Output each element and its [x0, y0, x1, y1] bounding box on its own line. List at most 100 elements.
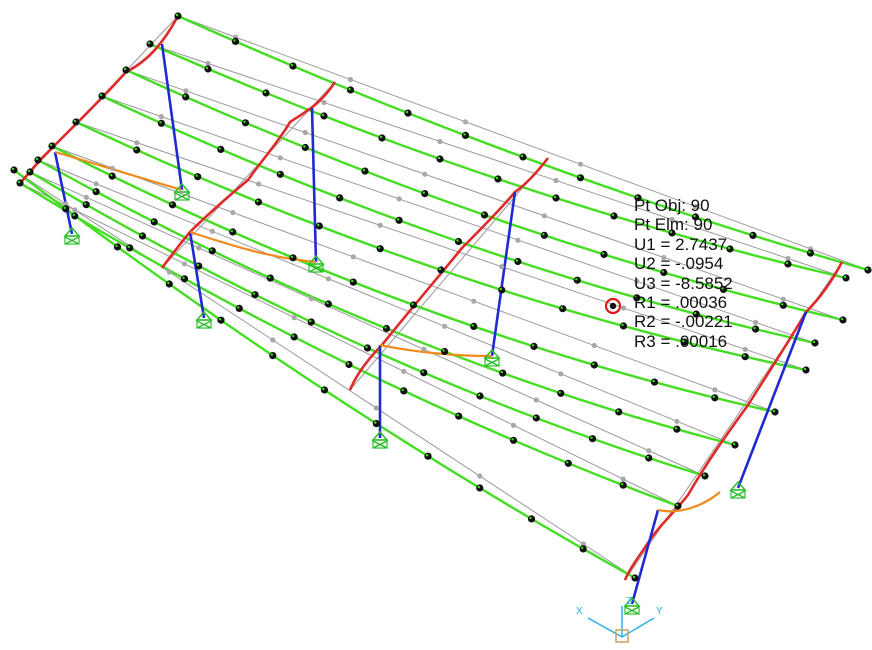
joint-highlight [27, 169, 31, 173]
joint-marker [266, 274, 274, 282]
joint-highlight [99, 93, 103, 97]
undeformed-joint-marker [634, 278, 640, 284]
support-box [64, 235, 80, 245]
joint-marker [437, 266, 445, 274]
undeformed-joint-marker [533, 397, 539, 403]
joint-highlight [477, 485, 480, 489]
joint-highlight [753, 326, 756, 330]
joint-marker [82, 201, 90, 209]
undeformed-joint-marker [553, 177, 559, 184]
undeformed-joint-marker [499, 264, 505, 270]
joint-marker [10, 166, 18, 174]
joint-marker [514, 257, 522, 266]
joint-marker [741, 353, 749, 361]
joint-highlight [495, 176, 499, 180]
undeformed-joint-marker [620, 305, 627, 311]
deformed-column [310, 107, 318, 263]
joint-marker [92, 188, 100, 196]
joint-marker [138, 232, 147, 240]
joint-marker [229, 228, 237, 236]
support-box [308, 263, 324, 273]
joint-marker [441, 347, 449, 356]
joint-highlight [712, 395, 715, 398]
joint-highlight [195, 174, 198, 177]
joint-highlight [601, 252, 605, 255]
joint-highlight [812, 340, 816, 344]
joint-highlight [384, 326, 387, 329]
joint-marker [301, 143, 309, 152]
joint-marker [461, 131, 470, 139]
deformed-brace [657, 491, 721, 513]
joint-marker [146, 40, 154, 48]
joint-marker [324, 300, 332, 308]
joint-marker [400, 387, 408, 395]
joint-marker [579, 545, 587, 553]
joint-marker [34, 156, 42, 164]
joint-highlight [456, 413, 459, 417]
joint-marker [336, 194, 344, 202]
joint-highlight [292, 334, 295, 338]
undeformed-purlin [101, 95, 816, 344]
fixed-support-icon [307, 254, 325, 273]
joint-highlight [72, 213, 76, 217]
joint-marker [378, 134, 386, 142]
joint-marker [476, 392, 484, 400]
undeformed-purlin [75, 121, 807, 371]
joint-highlight [553, 195, 557, 199]
undeformed-joint-marker [196, 245, 202, 251]
undeformed-joint-marker [780, 296, 786, 302]
joint-highlight [290, 255, 294, 258]
joint-marker [552, 194, 560, 202]
joint-highlight [270, 353, 273, 356]
joint-marker [811, 339, 819, 347]
joint-marker [573, 276, 581, 284]
joint-marker [165, 280, 173, 288]
support-hatch [372, 440, 388, 449]
joint-highlight [575, 278, 578, 281]
joint-marker [194, 173, 202, 181]
joint-highlight [233, 39, 236, 42]
joint-highlight [694, 311, 697, 315]
joint-highlight [93, 189, 97, 192]
joint-highlight [515, 259, 519, 262]
joint-highlight [218, 318, 222, 321]
undeformed-joint-marker [674, 418, 680, 424]
joint-highlight [268, 275, 271, 279]
joint-highlight [682, 339, 685, 343]
joint-highlight [840, 317, 844, 321]
undeformed-joint-marker [109, 165, 115, 171]
undeformed-joint-marker [209, 228, 215, 234]
selected-joint-marker-icon[interactable] [604, 297, 622, 315]
joint-highlight [438, 267, 442, 271]
undeformed-joint-marker [471, 298, 477, 304]
undeformed-joint-marker [580, 541, 586, 547]
fixed-support-icon [623, 596, 641, 615]
undeformed-joint-marker [277, 155, 283, 161]
deformed-column [160, 43, 184, 191]
deformed-rafter [160, 81, 337, 269]
undeformed-joint-marker [72, 207, 78, 213]
joint-marker [771, 408, 779, 416]
joint-marker [842, 274, 850, 282]
joint-highlight [511, 438, 514, 441]
joint-highlight [592, 362, 595, 366]
joint-marker [231, 37, 240, 46]
joint-highlight [534, 415, 537, 419]
joint-marker [476, 484, 484, 492]
joint-highlight [542, 233, 545, 236]
undeformed-joint-marker [270, 337, 276, 343]
joint-highlight [183, 94, 186, 98]
joint-marker [600, 250, 608, 258]
fixed-support-icon [195, 310, 213, 329]
joint-highlight [578, 175, 581, 178]
deformed-brace [54, 150, 183, 192]
joint-highlight [365, 345, 368, 349]
joint-marker [345, 360, 353, 369]
u2-value: U2 = -.0954 [634, 254, 724, 274]
joint-highlight [405, 110, 409, 114]
joint-highlight [351, 279, 354, 283]
joint-highlight [84, 202, 87, 205]
joint-marker [420, 369, 428, 377]
joint-marker [361, 167, 369, 175]
